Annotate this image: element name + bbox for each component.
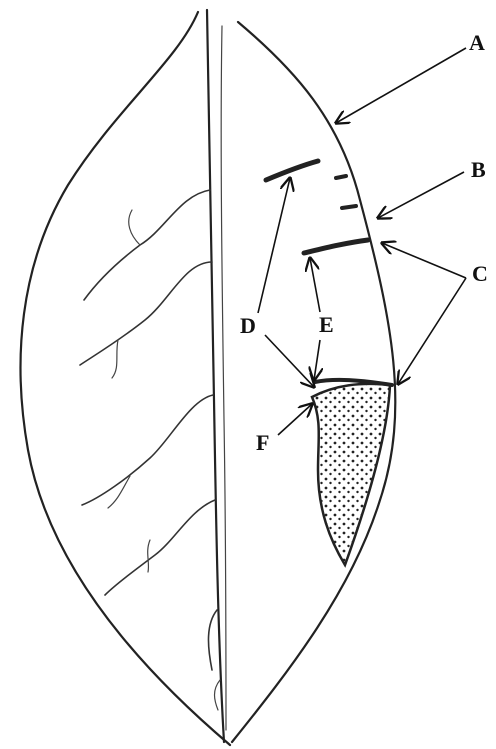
midrib-inner — [221, 26, 226, 730]
label-f: F — [256, 430, 269, 455]
label-c: C — [472, 261, 488, 286]
damage-mark-a — [266, 161, 318, 180]
damage-mark-b2 — [342, 206, 356, 208]
vein-left-3 — [82, 395, 213, 505]
arrow-d2 — [265, 335, 314, 387]
leaf-left-outline — [21, 12, 230, 745]
lesion-area — [312, 384, 390, 565]
arrow-e2 — [314, 340, 320, 380]
arrow-a — [336, 48, 466, 123]
damage-mark-b1 — [336, 176, 346, 178]
label-a: A — [469, 30, 485, 55]
arrow-b — [378, 172, 464, 218]
vein-left-6 — [215, 680, 221, 710]
vein-left-2b — [112, 340, 118, 378]
label-b: B — [471, 157, 486, 182]
vein-left-4b — [148, 540, 150, 572]
arrow-e1 — [310, 258, 320, 312]
damage-mark-c — [304, 240, 368, 253]
arrow-c1 — [382, 243, 466, 278]
vein-left-5 — [208, 610, 217, 670]
vein-left-1 — [84, 190, 210, 300]
label-d: D — [240, 313, 256, 338]
vein-left-2 — [80, 262, 212, 365]
vein-left-4 — [105, 500, 215, 595]
arrow-c2 — [398, 278, 466, 384]
label-e: E — [319, 312, 334, 337]
arrow-f — [278, 404, 312, 435]
vein-left-3b — [108, 476, 130, 508]
arrow-d1 — [258, 178, 290, 313]
vein-left-1b — [129, 210, 140, 245]
